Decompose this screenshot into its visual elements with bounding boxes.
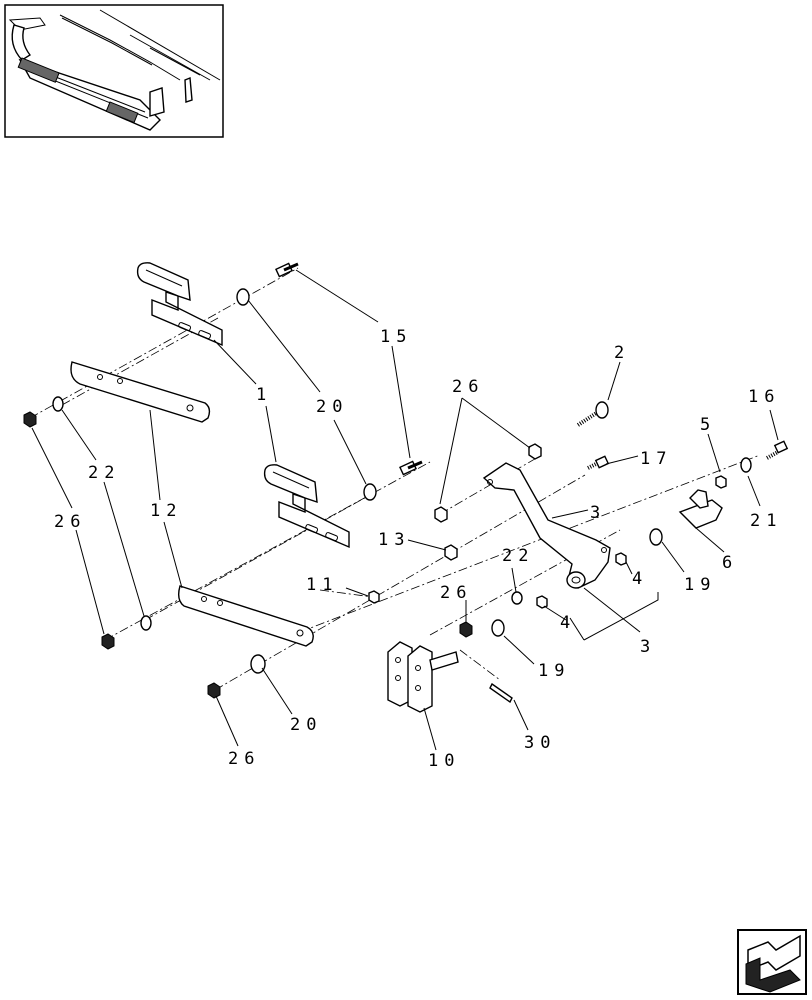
callout-12: 12	[150, 501, 182, 521]
link-arm-part-3	[482, 462, 611, 589]
plate-part-12-upper	[70, 361, 211, 423]
callout-2: 2	[614, 343, 630, 363]
washers	[52, 288, 752, 674]
bolt-15-lower	[399, 460, 423, 476]
callout-19: 19	[538, 661, 570, 681]
callout-15: 15	[380, 327, 412, 347]
assembly-overview-thumbnail	[4, 4, 224, 138]
callout-10: 10	[428, 751, 460, 771]
callout-22: 22	[88, 463, 120, 483]
bracket-part-1-lower	[263, 464, 350, 549]
next-page-arrow-icon[interactable]	[737, 929, 807, 995]
callout-16: 16	[748, 387, 780, 407]
callout-13: 13	[378, 530, 410, 550]
block-part-6	[678, 489, 723, 529]
callout-3: 3	[640, 637, 656, 657]
callout-17: 17	[640, 449, 672, 469]
callout-20: 20	[290, 715, 322, 735]
callout-4: 4	[560, 613, 576, 633]
callout-20: 20	[316, 397, 348, 417]
callout-19: 19	[684, 575, 716, 595]
bracket-part-1-upper	[136, 262, 223, 347]
bolt-15-upper	[275, 262, 299, 278]
nuts	[23, 411, 727, 699]
callout-21: 21	[750, 511, 782, 531]
bolt-2	[576, 401, 609, 427]
callout-3: 3	[590, 503, 606, 523]
callout-1: 1	[256, 385, 272, 405]
callout-26: 26	[54, 512, 86, 532]
callout-26: 26	[440, 583, 472, 603]
callout-4: 4	[632, 569, 648, 589]
callout-5: 5	[700, 415, 716, 435]
pin-part-30	[489, 682, 513, 704]
bolt-16	[766, 440, 789, 460]
callout-26: 26	[452, 377, 484, 397]
plate-part-12-lower	[177, 585, 314, 647]
leader-lines	[31, 269, 779, 751]
bolt-17	[587, 455, 610, 470]
mounting-bracket-part-10	[387, 641, 459, 713]
callout-22: 22	[502, 546, 534, 566]
callout-labels: 15 2 1 20 26 16 5 22 17 26 12 3 21 13 22…	[54, 327, 782, 771]
callout-26: 26	[228, 749, 260, 769]
callout-11: 11	[306, 575, 338, 595]
callout-30: 30	[524, 733, 556, 753]
callout-6: 6	[722, 553, 738, 573]
